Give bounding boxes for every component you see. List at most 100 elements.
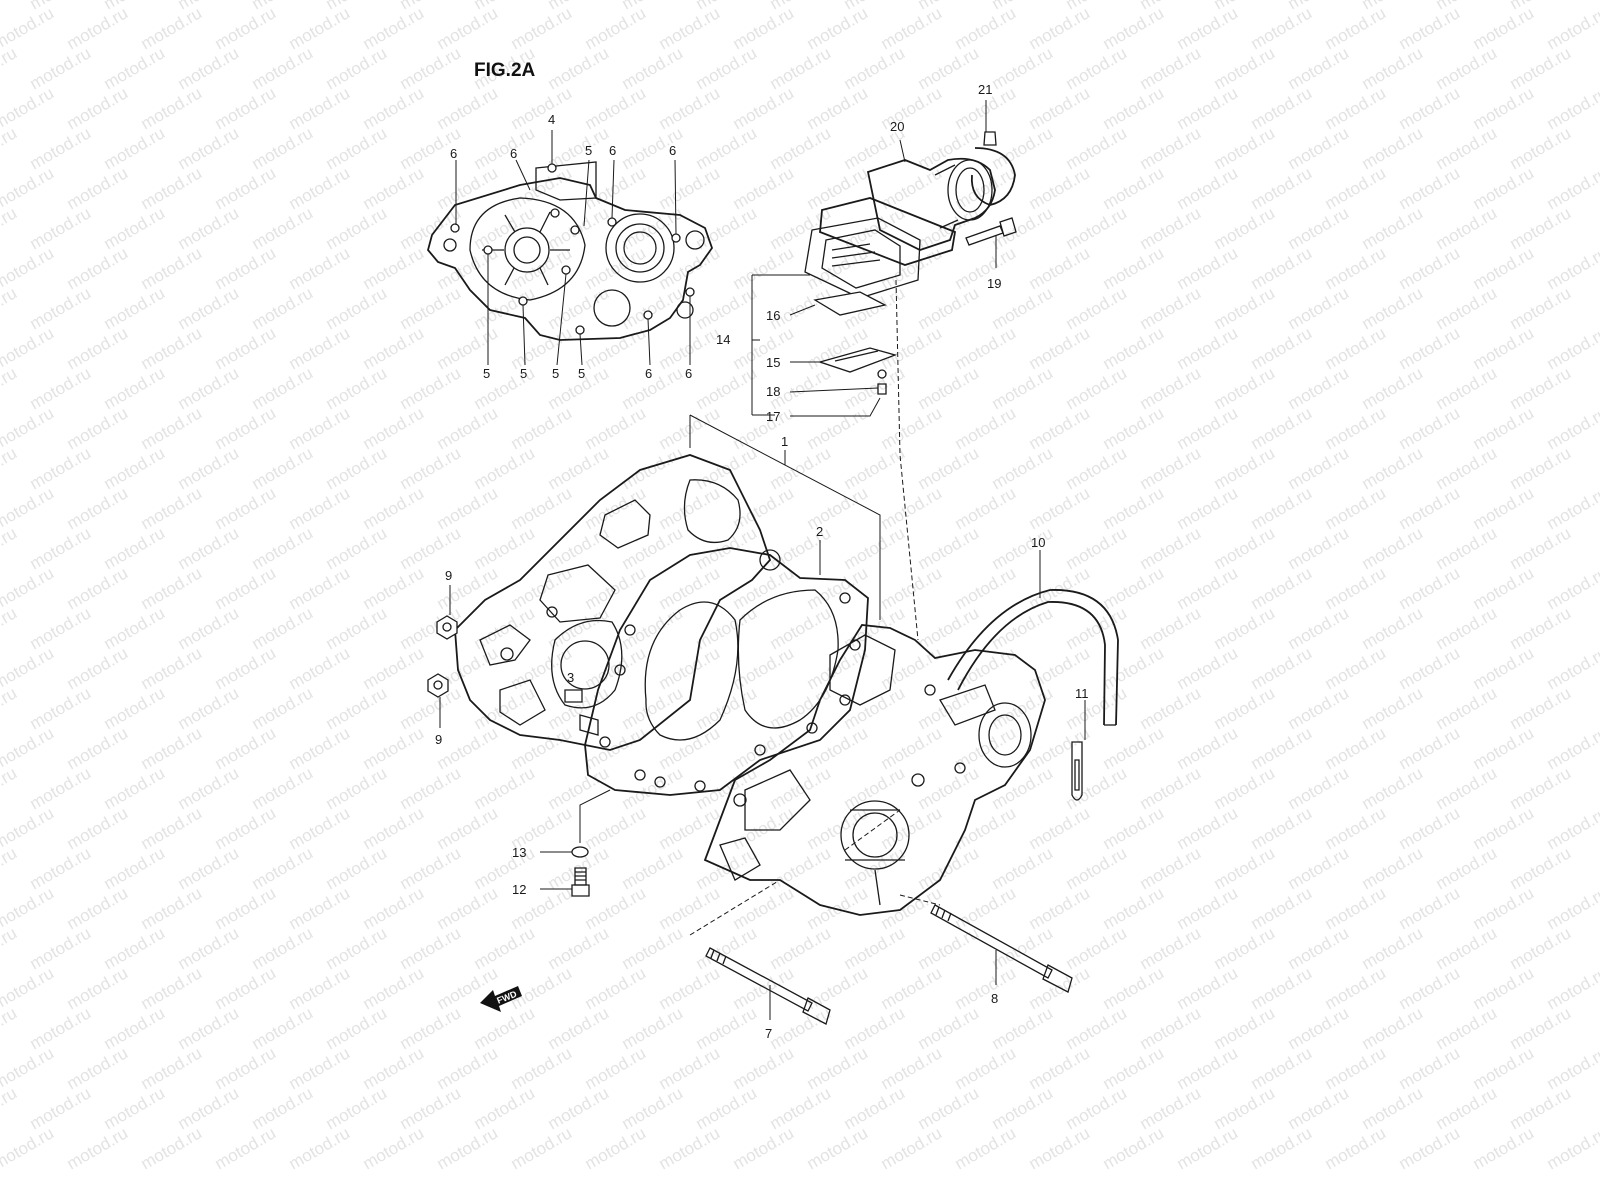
watermark-text: motod.ru xyxy=(952,3,1020,53)
watermark-text: motod.ru xyxy=(915,843,983,893)
watermark-text: motod.ru xyxy=(1063,43,1131,93)
watermark-text: motod.ru xyxy=(1285,763,1353,813)
watermark-text: motod.ru xyxy=(212,563,280,613)
callout-13: 13 xyxy=(512,845,526,860)
watermark-text: motod.ru xyxy=(1507,123,1575,173)
watermark-text: motod.ru xyxy=(249,443,317,493)
watermark-text: motod.ru xyxy=(656,963,724,1013)
watermark-text: motod.ru xyxy=(841,923,909,973)
watermark-text: motod.ru xyxy=(1248,483,1316,533)
watermark-text: motod.ru xyxy=(101,843,169,893)
callout-20: 20 xyxy=(890,119,904,134)
watermark-text: motod.ru xyxy=(360,563,428,613)
watermark-text: motod.ru xyxy=(1026,163,1094,213)
watermark-text: motod.ru xyxy=(1248,3,1316,53)
watermark-text: motod.ru xyxy=(1285,43,1353,93)
watermark-text: motod.ru xyxy=(1359,1083,1427,1133)
watermark-text: motod.ru xyxy=(212,963,280,1013)
callout-5: 5 xyxy=(520,366,527,381)
watermark-text: motod.ru xyxy=(952,243,1020,293)
watermark-text: motod.ru xyxy=(1322,323,1390,373)
watermark-text: motod.ru xyxy=(989,1003,1057,1053)
watermark-text: motod.ru xyxy=(767,43,835,93)
watermark-text: motod.ru xyxy=(64,403,132,453)
watermark-text: motod.ru xyxy=(101,923,169,973)
watermark-text: motod.ru xyxy=(1211,203,1279,253)
watermark-text: motod.ru xyxy=(1507,443,1575,493)
watermark-text: motod.ru xyxy=(101,1083,169,1133)
watermark-text: motod.ru xyxy=(360,963,428,1013)
watermark-text: motod.ru xyxy=(1470,403,1538,453)
watermark-text: motod.ru xyxy=(1137,203,1205,253)
watermark-text: motod.ru xyxy=(397,43,465,93)
callout-17: 17 xyxy=(766,409,780,424)
leader-lines xyxy=(439,100,1086,1020)
watermark-text: motod.ru xyxy=(286,563,354,613)
watermark-text: motod.ru xyxy=(1026,403,1094,453)
watermark-text: motod.ru xyxy=(1470,803,1538,853)
watermark-text: motod.ru xyxy=(360,723,428,773)
watermark-text: motod.ru xyxy=(249,923,317,973)
watermark-text: motod.ru xyxy=(841,523,909,573)
watermark-text: motod.ru xyxy=(1396,643,1464,693)
watermark-text: motod.ru xyxy=(1211,283,1279,333)
watermark-text: motod.ru xyxy=(1211,523,1279,573)
watermark-text: motod.ru xyxy=(582,963,650,1013)
watermark-text: motod.ru xyxy=(64,963,132,1013)
watermark-text: motod.ru xyxy=(1470,643,1538,693)
watermark-text: motod.ru xyxy=(64,723,132,773)
watermark-text: motod.ru xyxy=(138,723,206,773)
watermark-text: motod.ru xyxy=(27,123,95,173)
watermark-text: motod.ru xyxy=(1285,1083,1353,1133)
watermark-text: motod.ru xyxy=(1100,1123,1168,1173)
watermark-text: motod.ru xyxy=(582,803,650,853)
watermark-text: motod.ru xyxy=(693,1003,761,1053)
watermark-text: motod.ru xyxy=(286,403,354,453)
watermark-text: motod.ru xyxy=(1063,843,1131,893)
watermark-text: motod.ru xyxy=(249,683,317,733)
watermark-text: motod.ru xyxy=(323,43,391,93)
watermark-text: motod.ru xyxy=(1433,283,1501,333)
watermark-text: motod.ru xyxy=(1470,163,1538,213)
watermark-text: motod.ru xyxy=(0,443,20,493)
watermark-text: motod.ru xyxy=(730,883,798,933)
watermark-text: motod.ru xyxy=(1211,763,1279,813)
watermark-text: motod.ru xyxy=(0,203,20,253)
watermark-text: motod.ru xyxy=(1137,843,1205,893)
watermark-text: motod.ru xyxy=(508,163,576,213)
watermark-text: motod.ru xyxy=(1248,803,1316,853)
watermark-text: motod.ru xyxy=(212,83,280,133)
watermark-text: motod.ru xyxy=(360,163,428,213)
watermark-text: motod.ru xyxy=(1359,843,1427,893)
watermark-text: motod.ru xyxy=(1359,443,1427,493)
watermark-text: motod.ru xyxy=(1433,923,1501,973)
watermark-text: motod.ru xyxy=(0,43,20,93)
watermark-text: motod.ru xyxy=(1211,1003,1279,1053)
watermark-text: motod.ru xyxy=(1285,683,1353,733)
watermark-text: motod.ru xyxy=(1322,563,1390,613)
watermark-text: motod.ru xyxy=(1063,1083,1131,1133)
watermark-text: motod.ru xyxy=(767,1003,835,1053)
watermark-text: motod.ru xyxy=(952,323,1020,373)
watermark-text: motod.ru xyxy=(27,763,95,813)
watermark-text: motod.ru xyxy=(1174,3,1242,53)
watermark-text: motod.ru xyxy=(878,963,946,1013)
watermark-text: motod.ru xyxy=(64,883,132,933)
watermark-text: motod.ru xyxy=(101,1003,169,1053)
watermark-text: motod.ru xyxy=(27,1003,95,1053)
watermark-text: motod.ru xyxy=(545,443,613,493)
watermark-text: motod.ru xyxy=(1063,523,1131,573)
watermark-text: motod.ru xyxy=(323,603,391,653)
watermark-text: motod.ru xyxy=(64,83,132,133)
watermark-text: motod.ru xyxy=(1359,43,1427,93)
watermark-text: motod.ru xyxy=(952,723,1020,773)
watermark-text: motod.ru xyxy=(1063,683,1131,733)
watermark-text: motod.ru xyxy=(619,923,687,973)
watermark-text: motod.ru xyxy=(1359,763,1427,813)
watermark-text: motod.ru xyxy=(1359,123,1427,173)
watermark-text: motod.ru xyxy=(434,723,502,773)
watermark-text: motod.ru xyxy=(471,443,539,493)
watermark-text: motod.ru xyxy=(212,723,280,773)
watermark-text: motod.ru xyxy=(1137,43,1205,93)
watermark-text: motod.ru xyxy=(101,43,169,93)
